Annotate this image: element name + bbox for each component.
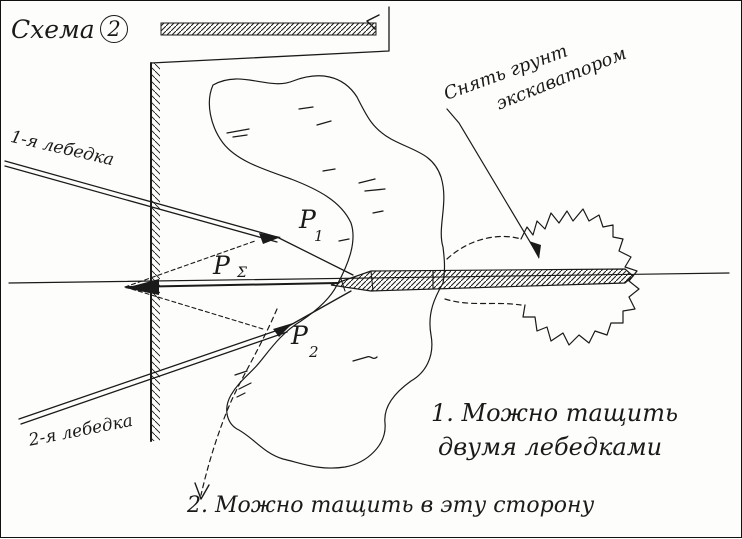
title-hatched-bar [160,14,380,36]
force-p1-symbol: P [299,205,316,234]
alternative-direction-dashed [200,308,278,496]
p1-arrowhead [259,233,281,244]
alternative-direction-marks [234,370,252,398]
excavation-pit-serrated [520,208,640,346]
upper-frame [150,6,390,64]
wall [150,62,160,442]
diagram-number: 2 [100,15,128,43]
force-resultant-symbol: P [213,251,230,280]
excavator-note-arrow [446,108,540,258]
excavator-note-arrowhead [529,241,541,259]
alternative-direction-arrowhead [194,482,210,500]
resultant-arrowhead [125,279,159,295]
force-parallelogram [124,240,264,330]
excavation-zone-dashed [444,235,522,306]
resultant-line [126,282,338,288]
force-p1-subscript: 1 [314,227,324,245]
winch-2-rope [18,290,352,425]
force-resultant-subscript: Σ [237,265,247,281]
force-p2-symbol: P [291,321,308,350]
interior-sketch-marks [226,106,386,362]
ground-contour [208,75,446,469]
force-p2-subscript: 2 [309,343,319,361]
note-1-line-2: двумя лебедками [438,433,663,461]
pipe-object [330,268,634,292]
note-1-line-1: 1. Можно тащить [431,399,679,427]
p2-arrowhead [273,323,293,337]
note-2: 2. Можно тащить в эту сторону [187,493,595,518]
diagram-title: Схема [11,15,95,44]
